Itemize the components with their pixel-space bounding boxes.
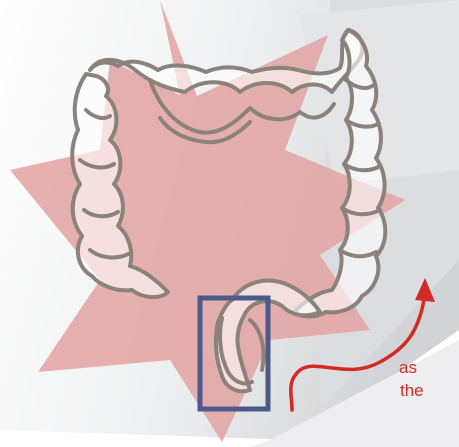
caption-line-1: as: [399, 358, 417, 378]
caption-line-2: the: [400, 381, 424, 401]
